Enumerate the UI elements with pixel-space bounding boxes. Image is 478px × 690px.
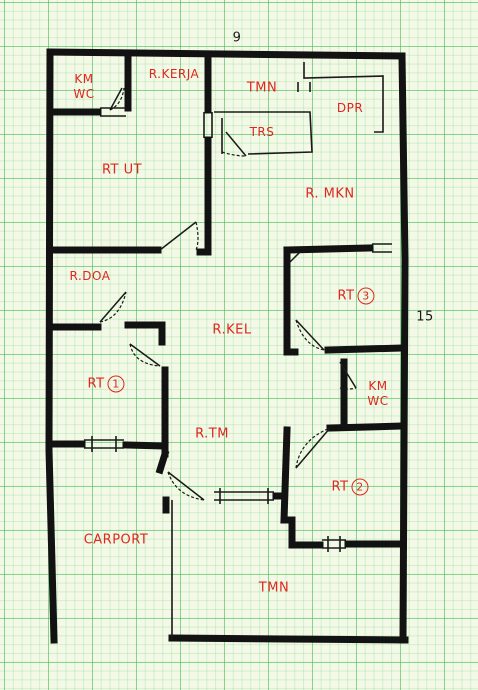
wall-doa-right (124, 321, 166, 346)
room-label-r-mkn: R. MKN (305, 186, 355, 202)
wall-rt2-left (280, 426, 296, 549)
window-carport-rtm (214, 488, 274, 504)
trs-outline (214, 111, 313, 155)
door-kmwc-top-leaf (109, 87, 123, 111)
window-dpr (297, 82, 311, 92)
room-number-2-badge: 2 (351, 478, 369, 496)
windows (84, 82, 392, 552)
room-label-trs: TRS (249, 125, 275, 139)
room-number-3-badge: 3 (357, 287, 375, 305)
room-label-km-wc-right-line1: KM (368, 379, 388, 393)
room-label-km-wc-right-line2: WC (367, 394, 389, 408)
door-rt1-arc (129, 343, 161, 367)
wall-bottom-tmn (168, 634, 409, 644)
wall-rt1-bottom-right (122, 441, 169, 450)
room-label-carport: CARPORT (83, 532, 149, 548)
room-label-km-wc-top-line2: WC (73, 87, 95, 101)
room-label-r-doa: R.DOA (69, 269, 111, 283)
wall-left (45, 48, 58, 644)
wall-rtut-right (196, 136, 212, 256)
room-label-r-kerja: R.KERJA (148, 67, 200, 81)
door-kmwc-right-arc (339, 387, 357, 390)
window-rt3 (372, 243, 392, 253)
wall-carport-divider (155, 449, 170, 475)
room-label-rt-ut: RT UT (101, 162, 143, 178)
room-label-rt3-text: RT (337, 288, 355, 304)
room-label-tmn-top: TMN (246, 80, 278, 96)
door-trs-arc (221, 151, 247, 157)
room-label-km-wc-top-line1: KM (74, 72, 94, 86)
room-label-rt2-text: RT (331, 479, 349, 495)
door-rt2-arc (295, 427, 331, 469)
door-carport-leaf (167, 471, 205, 501)
wall-rt3-bottom (324, 344, 407, 354)
door-rt2-leaf (295, 427, 331, 469)
length-dimension-label: 15 (416, 309, 434, 325)
door-doa-leaf (99, 291, 127, 323)
room-number-1-badge: 1 (107, 375, 125, 393)
window-rt1 (84, 436, 124, 452)
door-rtut-arc (195, 221, 199, 251)
wall-rt3-left (283, 246, 299, 356)
door-rt1-leaf (129, 343, 161, 367)
door-kmwc-right-leaf (339, 361, 357, 389)
room-label-r-kel: R.KEL (212, 322, 252, 338)
wall-top (46, 48, 406, 60)
door-rtut-leaf (159, 221, 197, 251)
window-rt2 (322, 536, 346, 552)
wall-rt3-top (283, 244, 374, 254)
wall-right (398, 52, 409, 644)
door-kmwc-top-arc (109, 87, 125, 111)
window-kmwc-top (100, 107, 126, 117)
door-rt3-leaf (295, 319, 325, 351)
room-label-km-wc-top: KM WC (73, 72, 94, 102)
window-kerja (203, 112, 213, 138)
door-trs-leaf (225, 131, 247, 157)
room-label-km-wc-right: KM WC (367, 379, 388, 409)
room-label-tmn-bottom: TMN (258, 580, 290, 596)
interior-walls (46, 54, 407, 640)
doors (99, 87, 357, 501)
width-dimension-label: 9 (232, 30, 242, 46)
outer-walls (45, 48, 409, 644)
wall-kmwc-right-bottom (326, 422, 407, 432)
room-label-r-tm: R.TM (195, 426, 229, 442)
door-rt3-top-leaf (289, 251, 301, 263)
room-label-dpr: DPR (336, 101, 364, 115)
dpr-outline (303, 62, 384, 133)
room-label-rt1-text: RT (87, 376, 105, 392)
